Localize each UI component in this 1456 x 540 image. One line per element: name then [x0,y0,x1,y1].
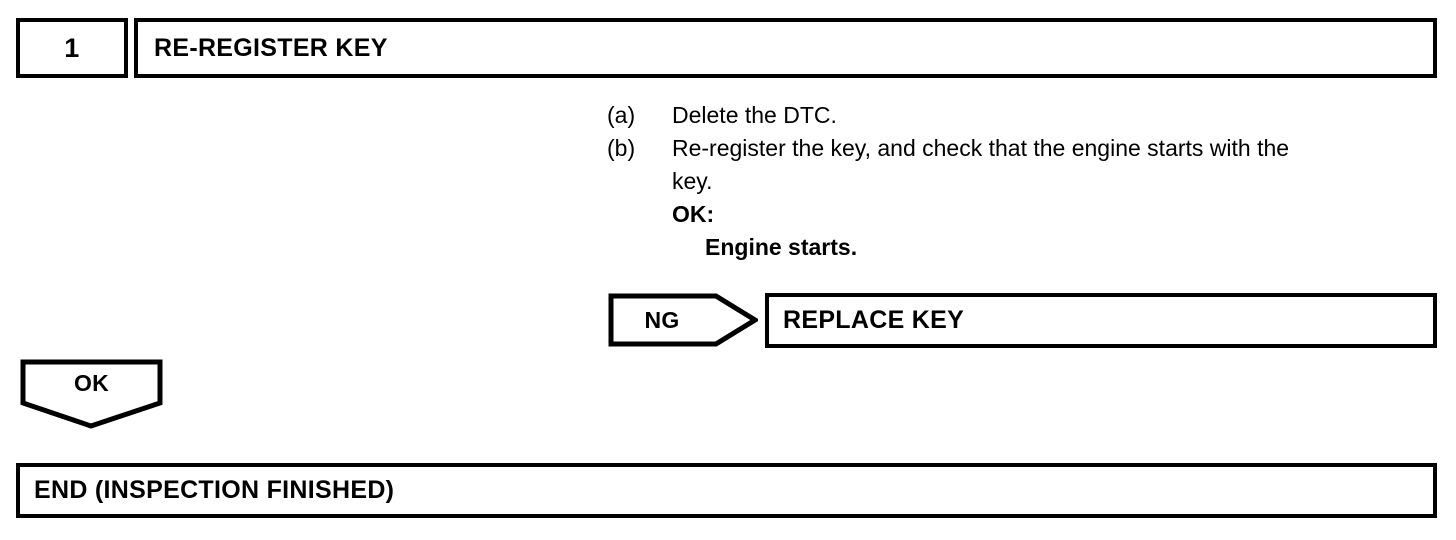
end-box: END (INSPECTION FINISHED) [16,463,1437,518]
instruction-label-a: (a) [607,102,636,128]
step-number: 1 [64,32,80,63]
ng-branch-label: NG [644,306,680,333]
instruction-item-b: (b) Re-register the key, and check that … [607,132,1307,198]
ng-result-label: REPLACE KEY [783,306,965,334]
instruction-block: (a) Delete the DTC. (b) Re-register the … [607,99,1307,264]
step-number-box: 1 [16,18,128,78]
ng-arrow-shape [608,293,758,347]
instruction-text-b: Re-register the key, and check that the … [672,135,1290,194]
instruction-label-b: (b) [607,135,636,161]
ng-result-box: REPLACE KEY [765,293,1437,348]
ok-arrow-shape [20,359,163,429]
instruction-item-a: (a) Delete the DTC. [607,99,1307,132]
ok-branch-arrow: OK [20,359,163,429]
step-header: 1 RE-REGISTER KEY [16,18,1437,78]
end-label: END (INSPECTION FINISHED) [34,476,395,504]
step-title: RE-REGISTER KEY [154,33,388,62]
ng-branch-arrow: NG [608,293,758,347]
ok-branch-label: OK [73,369,110,396]
ok-criteria-label: OK: [672,201,715,227]
instruction-text-a: Delete the DTC. [672,102,837,128]
step-title-box: RE-REGISTER KEY [134,18,1437,78]
ok-criteria-value: Engine starts. [705,234,858,260]
